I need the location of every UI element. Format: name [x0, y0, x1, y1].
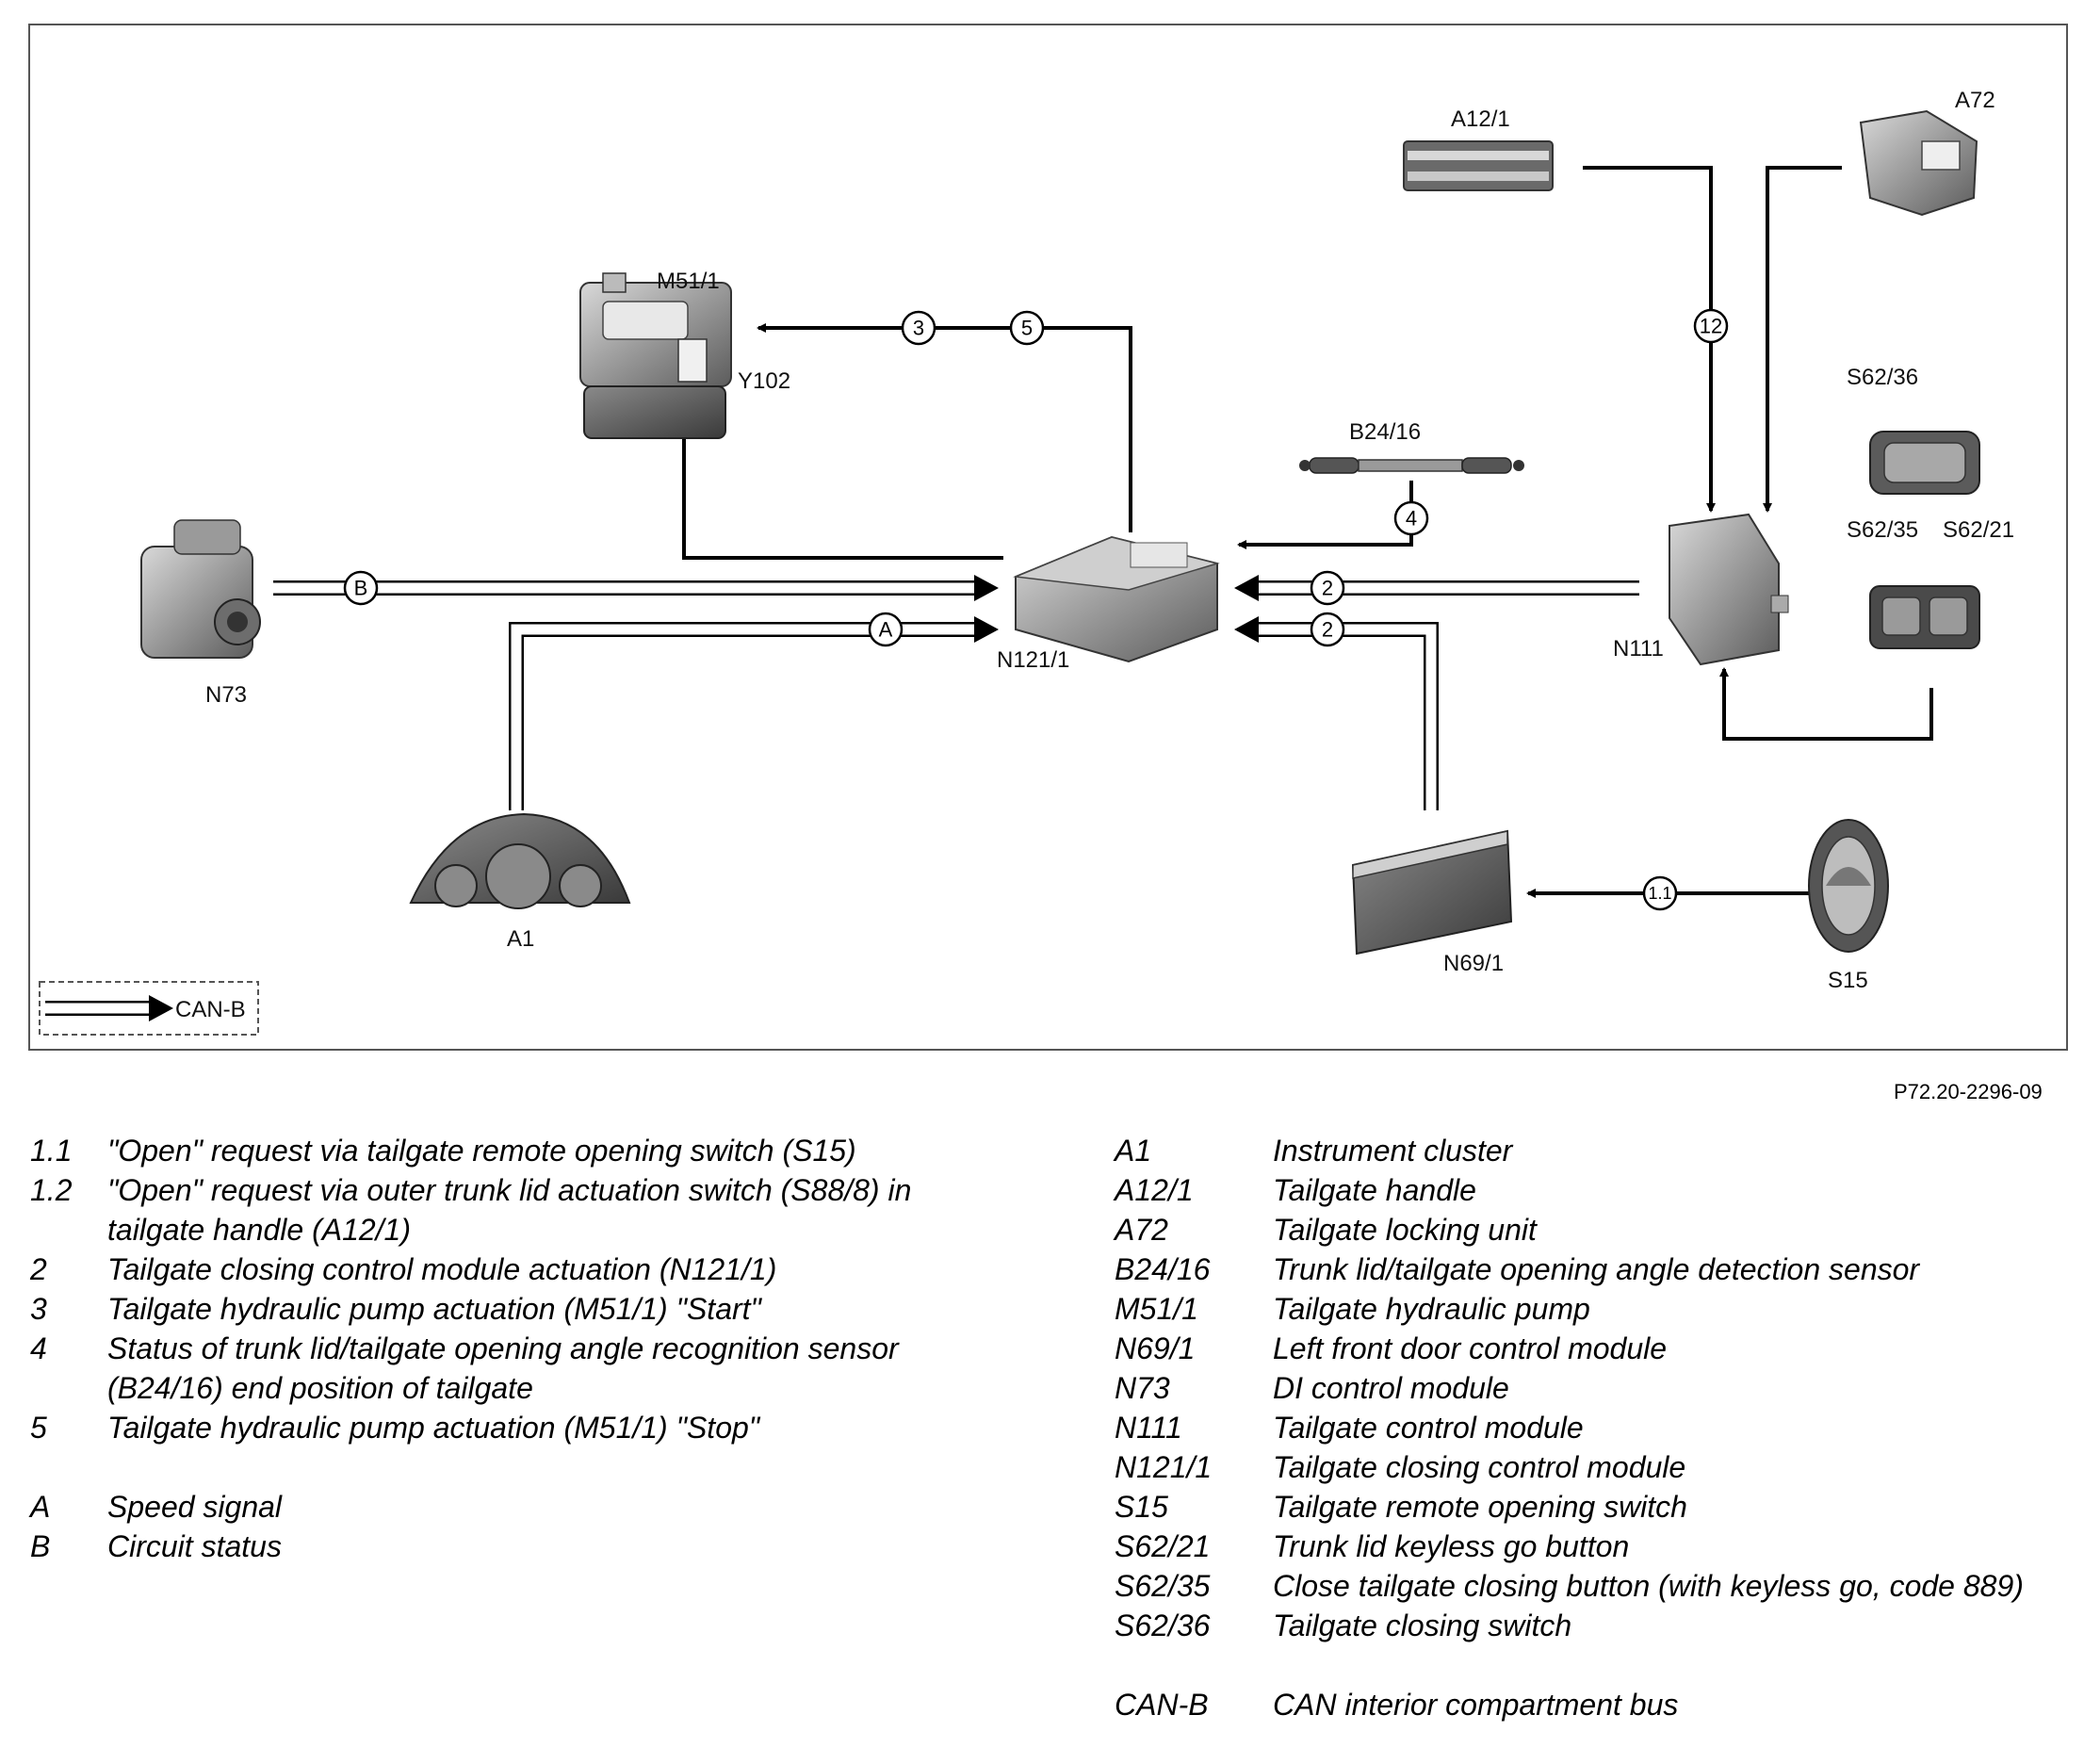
svg-text:1.1: 1.1 — [1648, 884, 1671, 903]
label-n69-1: N69/1 — [1443, 951, 1504, 976]
can-bus-lines — [273, 575, 1639, 810]
label-a1: A1 — [507, 926, 534, 952]
signal-badge-2-upper: 2 — [1310, 570, 1345, 606]
signal-lines — [679, 166, 1933, 898]
label-y102: Y102 — [738, 368, 790, 394]
signal-badge-1-1: 1.1 — [1642, 875, 1678, 911]
label-n73: N73 — [205, 682, 247, 708]
can-b-inset-legend: CAN-B — [39, 981, 259, 1036]
signal-badge-12: 12 — [1693, 308, 1729, 344]
signal-badge-5: 5 — [1009, 310, 1045, 346]
keyless-go-buttons-illustration — [1869, 585, 1980, 649]
legend-left: 1.1"Open" request via tailgate remote op… — [30, 1131, 1010, 1566]
hydraulic-pump-illustration — [579, 272, 732, 439]
di-control-module-illustration — [140, 519, 261, 659]
tailgate-locking-unit-illustration — [1859, 109, 1978, 217]
signal-badge-2-lower: 2 — [1310, 612, 1345, 647]
label-n111: N111 — [1613, 636, 1664, 662]
signal-badge-b: B — [343, 570, 379, 606]
tailgate-handle-illustration — [1403, 140, 1554, 191]
svg-text:12: 12 — [1700, 315, 1722, 338]
label-s62-36: S62/36 — [1847, 365, 1918, 390]
label-b24-16: B24/16 — [1349, 419, 1421, 445]
instrument-cluster-illustration — [409, 812, 631, 909]
svg-text:B: B — [354, 577, 368, 600]
svg-text:2: 2 — [1322, 618, 1333, 642]
svg-text:4: 4 — [1406, 507, 1417, 531]
signal-badge-3: 3 — [901, 310, 936, 346]
svg-text:5: 5 — [1021, 317, 1033, 340]
opening-angle-sensor-illustration — [1299, 457, 1524, 474]
svg-text:3: 3 — [913, 317, 924, 340]
label-s62-35: S62/35 — [1847, 517, 1918, 543]
label-a72: A72 — [1955, 88, 1995, 113]
signal-badges: 3 5 12 4 B A 2 2 1.1 — [343, 308, 1729, 911]
remote-opening-switch-illustration — [1808, 819, 1889, 953]
door-control-module-illustration — [1351, 829, 1513, 956]
diagram-frame — [28, 24, 2068, 1051]
legend-item: 1.1"Open" request via tailgate remote op… — [30, 1134, 856, 1168]
figure-id: P72.20-2296-09 — [1894, 1080, 2043, 1103]
tailgate-closing-switch-illustration — [1869, 431, 1980, 495]
label-s62-21: S62/21 — [1943, 517, 2014, 543]
legend-item: 1.2"Open" request via outer trunk lid ac… — [30, 1173, 912, 1247]
label-a12-1: A12/1 — [1451, 106, 1510, 132]
signal-badge-a: A — [868, 612, 904, 647]
can-b-inset-label: CAN-B — [175, 997, 246, 1022]
tailgate-closing-control-module-illustration — [1013, 535, 1220, 663]
label-n121-1: N121/1 — [997, 647, 1069, 673]
label-s15: S15 — [1828, 968, 1868, 993]
signal-badge-4: 4 — [1393, 500, 1429, 536]
tailgate-control-module-illustration — [1669, 513, 1789, 666]
svg-text:A: A — [879, 618, 893, 642]
svg-text:2: 2 — [1322, 577, 1333, 600]
label-m51-1: M51/1 — [657, 269, 720, 294]
